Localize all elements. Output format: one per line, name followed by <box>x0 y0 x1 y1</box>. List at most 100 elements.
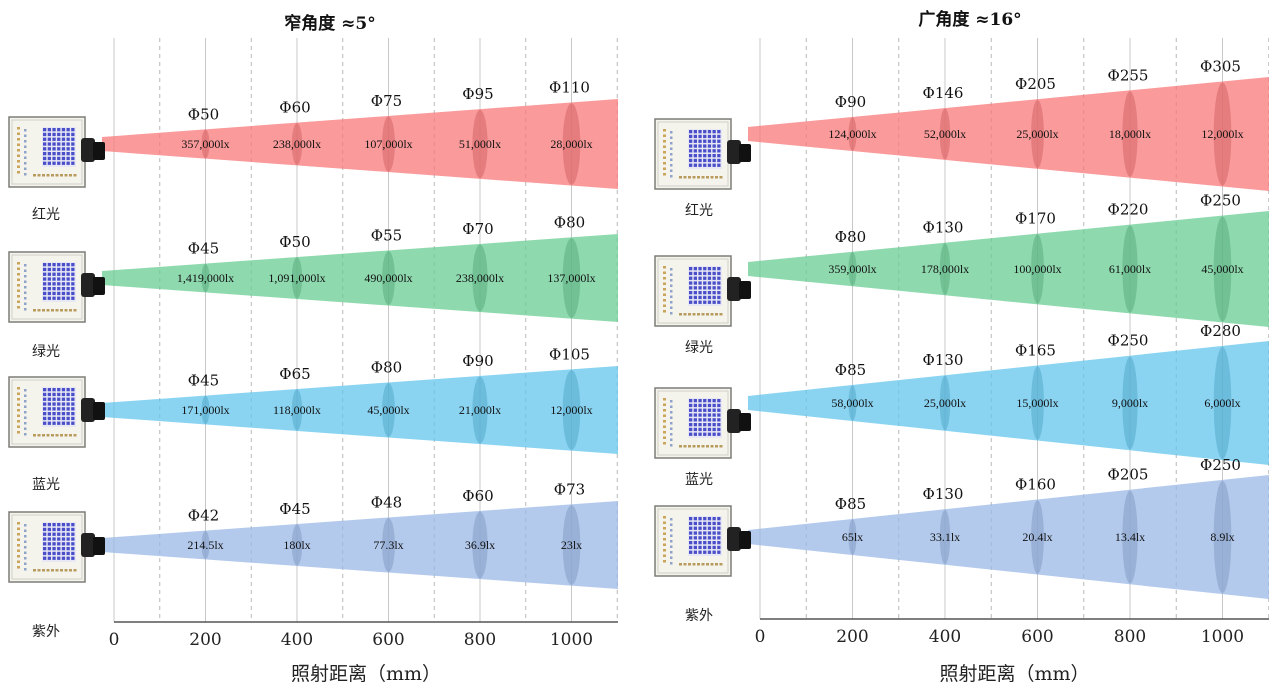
led-dot <box>43 161 47 165</box>
component-dot <box>17 420 20 423</box>
spot-diameter-label: Φ45 <box>188 240 219 258</box>
component-dot <box>663 532 666 535</box>
spot-diameter-label: Φ250 <box>1200 192 1241 210</box>
led-dot <box>712 130 716 134</box>
light-spot <box>291 257 303 299</box>
led-dot <box>71 267 75 272</box>
led-dot <box>57 142 61 146</box>
x-tick-label: 400 <box>281 630 313 650</box>
component-dot <box>24 145 27 148</box>
component-dot <box>24 134 27 137</box>
component-dot <box>24 264 27 267</box>
illuminance-label: 65lx <box>842 530 863 544</box>
component-dot <box>17 289 20 292</box>
component-dot <box>17 295 20 298</box>
led-dot <box>66 523 70 527</box>
component-dot <box>697 176 700 179</box>
component-dot <box>688 176 691 179</box>
component-dot <box>24 269 27 272</box>
led-dot <box>707 413 712 417</box>
led-dot <box>57 291 61 296</box>
illuminance-label: 23lx <box>561 538 582 552</box>
component-dot <box>24 568 27 571</box>
illuminance-label: 9,000lx <box>1112 396 1148 410</box>
led-dot <box>43 523 47 527</box>
led-dot <box>698 267 702 271</box>
led-dot <box>693 403 697 408</box>
lamp-device <box>8 251 105 323</box>
component-dot <box>663 151 666 154</box>
component-dot <box>663 431 666 434</box>
illuminance-label: 118,000lx <box>273 403 321 417</box>
component-dot <box>670 284 673 287</box>
component-dot <box>710 176 714 179</box>
component-dot <box>17 138 20 141</box>
spot-diameter-label: Φ146 <box>923 84 964 102</box>
spot-diameter-label: Φ80 <box>835 228 866 246</box>
illuminance-label: 36.9lx <box>465 538 495 552</box>
led-dot <box>693 134 697 139</box>
component-dot <box>697 563 700 566</box>
led-dot <box>66 156 70 161</box>
led-dot <box>43 421 47 425</box>
led-dot <box>717 295 721 300</box>
component-dot <box>17 267 20 270</box>
led-dot <box>703 281 707 285</box>
led-dot <box>717 281 721 285</box>
led-dot <box>71 412 75 416</box>
led-dot <box>689 432 693 436</box>
led-dot <box>61 296 66 300</box>
component-dot <box>670 411 673 414</box>
led-dot <box>47 161 51 165</box>
illuminance-label: 124,000lx <box>828 127 876 141</box>
led-dot <box>707 408 712 412</box>
led-dot <box>712 144 716 148</box>
led-dot <box>689 149 693 153</box>
led-dot <box>707 281 712 285</box>
led-dot <box>707 267 712 271</box>
lamp-device <box>654 387 751 459</box>
component-dot <box>663 140 666 143</box>
component-dot <box>701 563 705 566</box>
led-dot <box>707 427 712 432</box>
component-dot <box>24 529 27 532</box>
led-dot <box>57 132 61 137</box>
component-dot <box>17 387 20 390</box>
component-dot <box>24 173 27 176</box>
component-dot <box>679 313 682 316</box>
component-dot <box>17 306 20 309</box>
illuminance-label: 1,419,000lx <box>177 271 234 285</box>
led-dot <box>717 541 721 545</box>
component-dot <box>24 405 27 408</box>
component-dot <box>670 433 673 436</box>
led-dot <box>717 545 721 550</box>
light-spot <box>562 238 581 318</box>
led-dot <box>43 272 47 276</box>
led-dot <box>707 531 712 535</box>
led-dot <box>707 295 712 300</box>
led-dot <box>43 263 47 267</box>
led-dot <box>707 403 712 408</box>
led-dot <box>52 128 56 132</box>
led-dot <box>712 286 716 290</box>
led-dot <box>712 545 716 550</box>
led-dot <box>693 163 697 167</box>
component-dot <box>17 392 20 395</box>
led-dot <box>693 526 697 530</box>
component-dot <box>55 309 59 312</box>
led-dot <box>717 291 721 295</box>
led-dot <box>712 550 716 554</box>
led-dot <box>43 527 47 532</box>
led-dot <box>707 291 712 295</box>
component-dot <box>46 309 50 312</box>
led-dot <box>61 556 66 560</box>
spot-diameter-label: Φ73 <box>554 480 585 498</box>
light-spot <box>848 519 857 555</box>
illuminance-label: 8.9lx <box>1210 530 1234 544</box>
component-dot <box>69 309 72 312</box>
led-dot <box>71 137 75 141</box>
component-dot <box>24 308 27 311</box>
led-dot <box>61 416 66 421</box>
component-dot <box>64 434 68 437</box>
